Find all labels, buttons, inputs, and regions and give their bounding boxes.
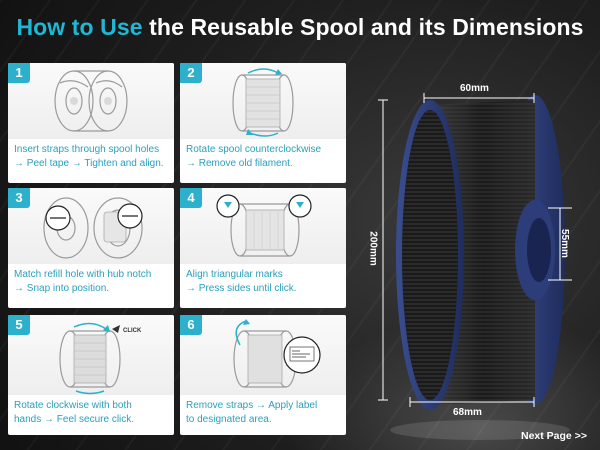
step-caption-line: Insert straps through spool holes bbox=[14, 144, 160, 155]
step-number-badge: 4 bbox=[180, 188, 202, 208]
title-accent: How to Use bbox=[16, 14, 143, 40]
step-card-4: 4 Align triangular marks → Press sides u… bbox=[180, 188, 346, 308]
align-marks-icon bbox=[216, 194, 312, 257]
step-number-badge: 6 bbox=[180, 315, 202, 335]
step-illustration: CLICK bbox=[8, 315, 174, 395]
step-caption-line: Align triangular marks bbox=[186, 269, 283, 280]
rotate-clockwise-icon: CLICK bbox=[59, 322, 142, 395]
step-caption: Rotate spool counterclockwise → Remove o… bbox=[186, 143, 344, 170]
click-label: CLICK bbox=[123, 328, 142, 334]
apply-label-icon bbox=[233, 319, 321, 388]
dimension-height-label: 200mm bbox=[367, 231, 379, 266]
step-card-6: 6 Remove straps → Apply label to designa… bbox=[180, 315, 346, 435]
dimension-hub-label: 55mm bbox=[558, 229, 570, 258]
title-rest: the Reusable Spool and its Dimensions bbox=[149, 14, 584, 40]
step-card-5: CLICK 5 Rotate clockwise with both hands… bbox=[8, 315, 174, 435]
spool-image bbox=[390, 95, 570, 440]
next-page-link[interactable]: Next Page >> bbox=[521, 430, 587, 442]
step-caption-line: → Press sides until click. bbox=[186, 282, 297, 294]
step-caption: Match refill hole with hub notch → Snap … bbox=[14, 268, 172, 295]
step-caption-line: to designated area. bbox=[186, 413, 272, 425]
step-illustration bbox=[180, 188, 346, 264]
step-illustration bbox=[8, 188, 174, 264]
step-caption-line: → Peel tape → Tighten and align. bbox=[14, 157, 164, 169]
step-caption-line: hands → Feel secure click. bbox=[14, 413, 135, 425]
step-illustration bbox=[8, 63, 174, 139]
step-caption-line: → Snap into position. bbox=[14, 282, 110, 294]
step-caption-line: Remove straps → Apply label bbox=[186, 400, 318, 411]
step-caption-line: → Remove old filament. bbox=[186, 157, 293, 169]
step-card-1: 1 Insert straps through spool holes → Pe… bbox=[8, 63, 174, 183]
step-card-3: 3 Match refill hole with hub notch → Sna… bbox=[8, 188, 174, 308]
spool-straps-icon bbox=[54, 70, 128, 132]
step-caption-line: Match refill hole with hub notch bbox=[14, 269, 152, 280]
step-caption: Align triangular marks → Press sides unt… bbox=[186, 268, 344, 295]
dimension-bottom-label: 68mm bbox=[453, 407, 482, 418]
step-illustration bbox=[180, 63, 346, 139]
dimension-top-label: 60mm bbox=[460, 83, 489, 94]
step-card-2: 2 Rotate spool counterclockwise → Remove… bbox=[180, 63, 346, 183]
rotate-spool-icon bbox=[232, 68, 294, 137]
step-number-badge: 1 bbox=[8, 63, 30, 83]
step-caption-line: Rotate clockwise with both bbox=[14, 400, 132, 411]
step-caption: Insert straps through spool holes → Peel… bbox=[14, 143, 172, 170]
step-caption: Rotate clockwise with both hands → Feel … bbox=[14, 399, 172, 426]
step-illustration bbox=[180, 315, 346, 395]
page-title: How to Use the Reusable Spool and its Di… bbox=[0, 14, 600, 41]
step-number-badge: 2 bbox=[180, 63, 202, 83]
step-number-badge: 3 bbox=[8, 188, 30, 208]
step-caption-line: Rotate spool counterclockwise bbox=[186, 144, 322, 155]
step-caption: Remove straps → Apply label to designate… bbox=[186, 399, 344, 426]
step-number-badge: 5 bbox=[8, 315, 30, 335]
refill-hub-icon bbox=[43, 197, 143, 259]
spool-reflection bbox=[390, 420, 570, 440]
